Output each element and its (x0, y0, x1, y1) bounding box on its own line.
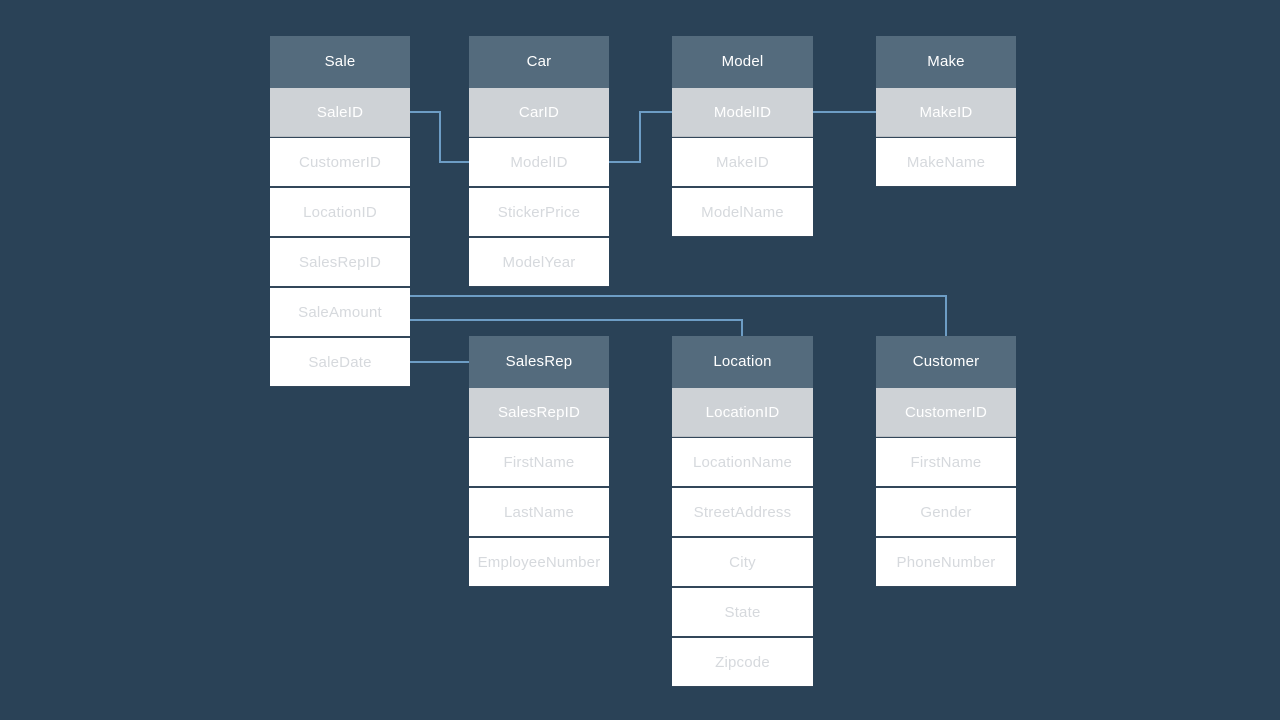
relationship-line-sale-to-location (410, 319, 743, 336)
field-row-customerid[interactable]: CustomerID (876, 387, 1016, 437)
field-row-salesrepid[interactable]: SalesRepID (469, 387, 609, 437)
field-row-modelid[interactable]: ModelID (672, 87, 813, 137)
entity-title-model: Model (672, 36, 813, 87)
field-row-locationid[interactable]: LocationID (270, 187, 410, 237)
field-row-modelyear[interactable]: ModelYear (469, 237, 609, 287)
entity-title-car: Car (469, 36, 609, 87)
field-row-locationname[interactable]: LocationName (672, 437, 813, 487)
field-row-saledate[interactable]: SaleDate (270, 337, 410, 387)
entity-title-salesrep: SalesRep (469, 336, 609, 387)
field-row-customerid[interactable]: CustomerID (270, 137, 410, 187)
entity-title-make: Make (876, 36, 1016, 87)
field-row-city[interactable]: City (672, 537, 813, 587)
relationship-line-sale-to-car (410, 111, 469, 163)
field-row-firstname[interactable]: FirstName (876, 437, 1016, 487)
relationship-line-sale-to-customer (410, 295, 947, 336)
field-row-locationid[interactable]: LocationID (672, 387, 813, 437)
field-row-makeid[interactable]: MakeID (876, 87, 1016, 137)
field-row-modelname[interactable]: ModelName (672, 187, 813, 237)
relationship-line-car-to-model (609, 111, 672, 163)
field-row-streetaddress[interactable]: StreetAddress (672, 487, 813, 537)
entity-title-sale: Sale (270, 36, 410, 87)
field-row-state[interactable]: State (672, 587, 813, 637)
entity-title-customer: Customer (876, 336, 1016, 387)
field-row-saleid[interactable]: SaleID (270, 87, 410, 137)
field-row-firstname[interactable]: FirstName (469, 437, 609, 487)
field-row-makeid[interactable]: MakeID (672, 137, 813, 187)
field-row-saleamount[interactable]: SaleAmount (270, 287, 410, 337)
field-row-gender[interactable]: Gender (876, 487, 1016, 537)
entity-title-location: Location (672, 336, 813, 387)
field-row-zipcode[interactable]: Zipcode (672, 637, 813, 687)
field-row-makename[interactable]: MakeName (876, 137, 1016, 187)
field-row-stickerprice[interactable]: StickerPrice (469, 187, 609, 237)
field-row-phonenumber[interactable]: PhoneNumber (876, 537, 1016, 587)
field-row-modelid[interactable]: ModelID (469, 137, 609, 187)
field-row-carid[interactable]: CarID (469, 87, 609, 137)
field-row-salesrepid[interactable]: SalesRepID (270, 237, 410, 287)
field-row-lastname[interactable]: LastName (469, 487, 609, 537)
field-row-employeenumber[interactable]: EmployeeNumber (469, 537, 609, 587)
